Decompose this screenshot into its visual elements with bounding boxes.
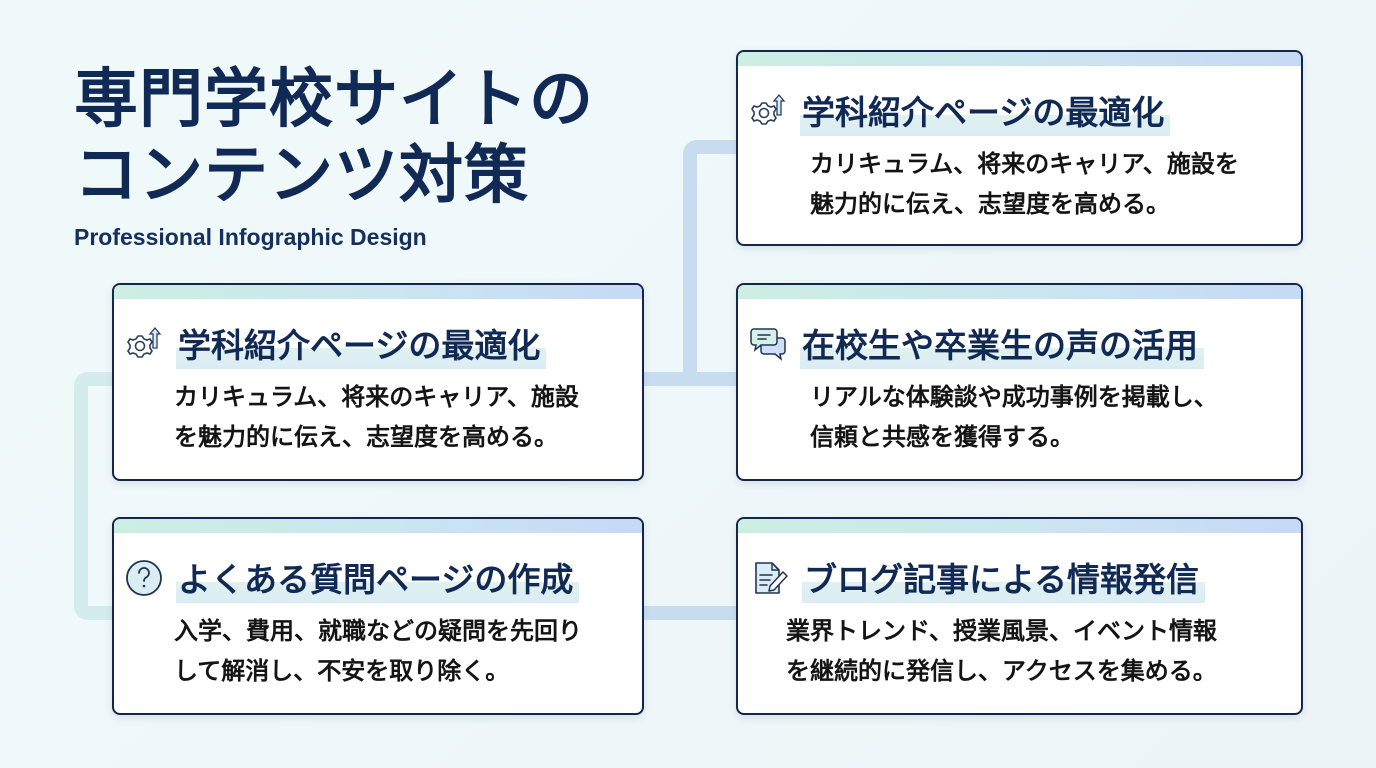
connector-center-middle [641, 372, 738, 386]
card-accent-strip [738, 519, 1301, 533]
page-subtitle: Professional Infographic Design [74, 224, 427, 250]
card-department-page-right: 学科紹介ページの最適化 カリキュラム、将来のキャリア、施設を 魅力的に伝え、志望… [736, 50, 1303, 246]
gear-arrow-up-icon [751, 93, 786, 125]
page-title-line1: 専門学校サイトの [74, 63, 594, 137]
card-accent-strip [738, 52, 1301, 66]
card-description: カリキュラム、将来のキャリア、施設 を魅力的に伝え、志望度を高める。 [174, 383, 579, 451]
connector-center-bottom [641, 606, 738, 620]
connector-left-bottom-stub [74, 606, 114, 620]
card-accent-strip [114, 285, 642, 299]
card-faq-page: よくある質問ページの作成 入学、費用、就職などの疑問を先回り して解消し、不安を… [112, 517, 644, 715]
card-title: 学科紹介ページの最適化 [800, 86, 1171, 136]
card-title: よくある質問ページの作成 [176, 553, 580, 603]
gear-arrow-up-icon [127, 326, 162, 358]
page-title-line2: コンテンツ対策 [74, 139, 529, 213]
card-title: ブログ記事による情報発信 [802, 553, 1206, 603]
card-department-page-left: 学科紹介ページの最適化 カリキュラム、将来のキャリア、施設 を魅力的に伝え、志望… [112, 283, 644, 481]
document-pen-icon [755, 562, 788, 594]
question-circle-icon [126, 560, 162, 596]
card-description: リアルな体験談や成功事例を掲載し、 信頼と共感を獲得する。 [810, 383, 1218, 451]
card-accent-strip [738, 285, 1301, 299]
card-accent-strip [114, 519, 642, 533]
card-description: カリキュラム、将来のキャリア、施設を 魅力的に伝え、志望度を高める。 [810, 150, 1239, 218]
connector-left-vertical [74, 372, 88, 620]
speech-bubbles-icon [750, 328, 786, 361]
card-description: 業界トレンド、授業風景、イベント情報 を継続的に発信し、アクセスを集める。 [786, 617, 1218, 685]
card-blog-articles: ブログ記事による情報発信 業界トレンド、授業風景、イベント情報 を継続的に発信し… [736, 517, 1303, 715]
card-description: 入学、費用、就職などの疑問を先回り して解消し、不安を取り除く。 [174, 617, 582, 685]
connector-center-vertical [683, 140, 697, 386]
card-student-voices: 在校生や卒業生の声の活用 リアルな体験談や成功事例を掲載し、 信頼と共感を獲得す… [736, 283, 1303, 481]
title-block: 専門学校サイトの コンテンツ対策 Professional Infographi… [74, 62, 594, 251]
connector-center-top [683, 140, 738, 154]
card-title: 在校生や卒業生の声の活用 [800, 319, 1204, 369]
connector-left-top-stub [74, 372, 114, 386]
card-title: 学科紹介ページの最適化 [176, 319, 547, 369]
